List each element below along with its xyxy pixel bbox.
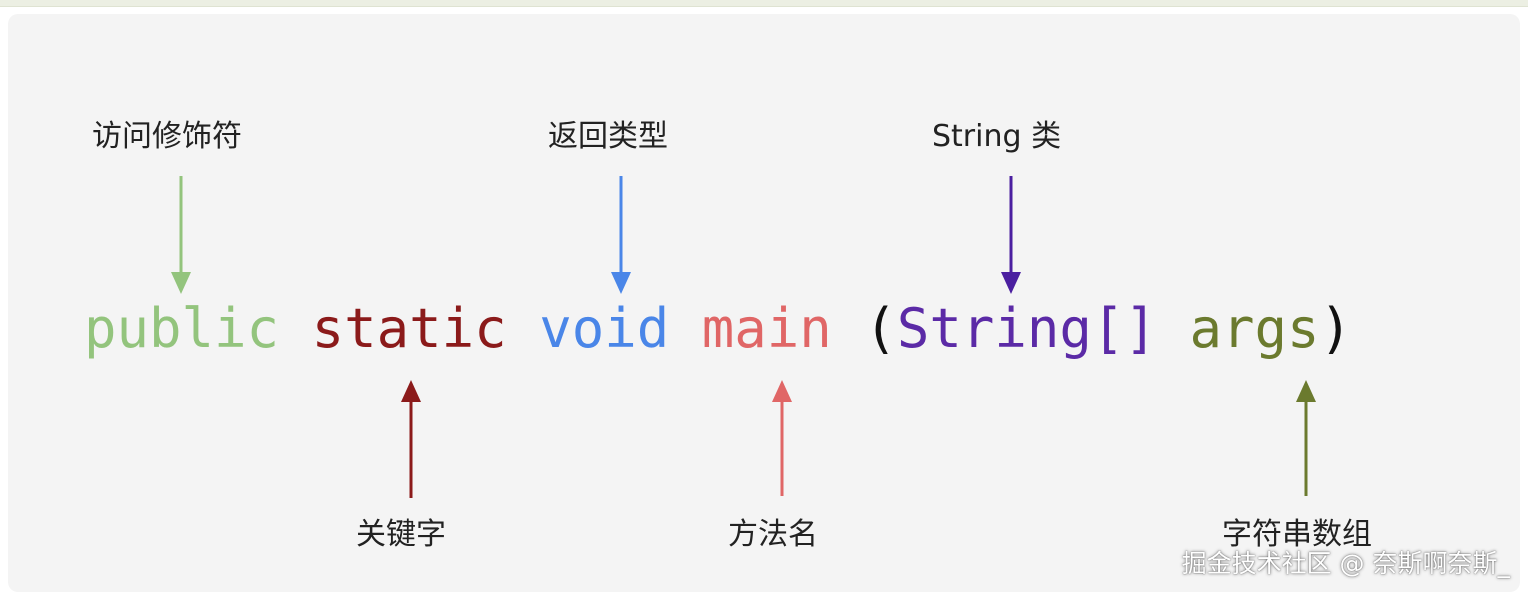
label-string-class: String 类 xyxy=(932,119,1062,154)
label-method-name: 方法名 xyxy=(728,517,818,552)
code-void: void xyxy=(539,297,670,360)
arrow-method-name xyxy=(772,380,792,496)
code-open-paren: ( xyxy=(864,297,897,360)
label-return-type: 返回类型 xyxy=(548,119,668,154)
label-access-modifier: 访问修饰符 xyxy=(92,119,242,154)
code-string-type: String[] xyxy=(896,297,1157,360)
code-static: static xyxy=(311,297,507,360)
diagram-panel xyxy=(8,14,1520,592)
label-keyword: 关键字 xyxy=(356,517,446,552)
arrow-string-class xyxy=(1001,176,1021,294)
method-signature-code: public static void main (String[] args) xyxy=(84,302,1352,356)
label-string-array: 字符串数组 xyxy=(1222,517,1372,552)
top-border-strip xyxy=(0,0,1528,7)
code-args: args xyxy=(1189,297,1320,360)
watermark-text: 掘金技术社区 @ 奈斯啊奈斯_ xyxy=(1181,549,1510,578)
arrow-access-modifier xyxy=(171,176,191,294)
arrow-return-type xyxy=(611,176,631,294)
code-public: public xyxy=(84,297,280,360)
arrow-keyword xyxy=(401,380,421,498)
code-close-paren: ) xyxy=(1319,297,1352,360)
code-main: main xyxy=(701,297,832,360)
arrow-string-array xyxy=(1296,380,1316,496)
